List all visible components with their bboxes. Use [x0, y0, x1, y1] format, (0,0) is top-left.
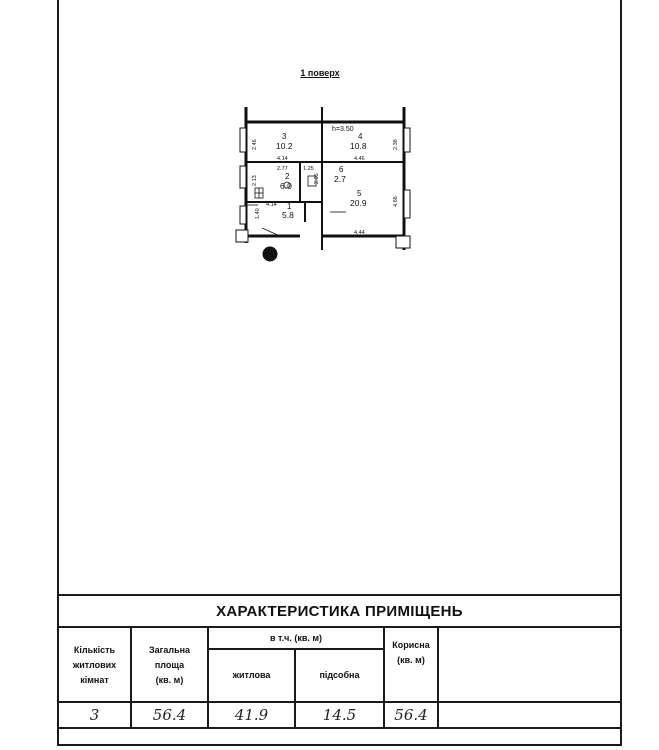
- dim-2-77: 2.77: [277, 166, 288, 172]
- window-left-1: [239, 127, 247, 153]
- dim-2-05: 2.05: [314, 173, 320, 184]
- value-auxiliary: 14.5: [322, 706, 357, 724]
- ceiling-height: h=3.50: [332, 126, 354, 133]
- window-right-2: [403, 189, 411, 219]
- table-col-divider-2: [207, 628, 209, 727]
- table-rule-values-top: [59, 701, 620, 703]
- room-3-area: 10.2: [276, 141, 293, 151]
- value-useful: 56.4: [394, 706, 428, 724]
- room-1-number: 1: [287, 202, 292, 211]
- value-living: 41.9: [234, 706, 269, 724]
- value-total-area: 56.4: [152, 706, 187, 724]
- table-col-divider-5: [437, 628, 439, 727]
- dim-2-13: 2.13: [252, 175, 258, 186]
- dim-4-46: 4.46: [354, 156, 365, 162]
- dim-4-44: 4.44: [354, 230, 365, 236]
- header-living: житлова: [232, 669, 271, 680]
- room-2-number: 2: [285, 172, 290, 181]
- room-4-number: 4: [358, 132, 363, 141]
- sink-fixture: [307, 175, 317, 187]
- table-col-divider-1: [130, 628, 132, 727]
- dim-1-40: 1.40: [255, 208, 261, 219]
- room-1-area: 5.8: [282, 210, 294, 220]
- table-title: ХАРАКТЕРИСТИКА ПРИМІЩЕНЬ: [59, 594, 620, 628]
- room-6-area: 2.7: [334, 174, 346, 184]
- dim-2-38: 2.38: [393, 139, 399, 150]
- toilet-fixture: [283, 181, 291, 189]
- dim-4-14-mid: 4.14: [266, 202, 277, 208]
- room-4-area: 10.8: [350, 141, 367, 151]
- wall-end-right: [395, 235, 411, 249]
- table-rule-values-bottom: [59, 727, 620, 729]
- window-right-1: [403, 127, 411, 153]
- ink-blot: [262, 246, 278, 262]
- header-including: в т.ч. (кв. м): [269, 633, 323, 643]
- document-sheet: [57, 0, 622, 746]
- dim-1-25: 1.25: [303, 166, 314, 172]
- room-2-area: 6.0: [280, 181, 292, 191]
- sheet-bottom-border: [57, 744, 622, 746]
- room-5-area: 20.9: [350, 198, 367, 208]
- dim-2-46: 2.46: [252, 139, 258, 150]
- room-5-number: 5: [357, 189, 362, 198]
- dim-4-66: 4.66: [393, 196, 399, 207]
- window-left-2: [239, 165, 247, 189]
- header-auxiliary: підсобна: [319, 669, 360, 680]
- window-left-3: [239, 205, 247, 225]
- header-useful: Корисна(кв. м): [392, 639, 430, 665]
- wall-end-left: [235, 229, 249, 243]
- room-6-number: 6: [339, 165, 344, 174]
- table-col-divider-3: [294, 648, 296, 727]
- floor-plan-title: 1 поверх: [300, 68, 340, 78]
- table-col-divider-4: [383, 628, 385, 727]
- value-rooms-count: 3: [89, 706, 100, 724]
- dim-4-14-top: 4.14: [277, 156, 288, 162]
- room-3-number: 3: [282, 132, 287, 141]
